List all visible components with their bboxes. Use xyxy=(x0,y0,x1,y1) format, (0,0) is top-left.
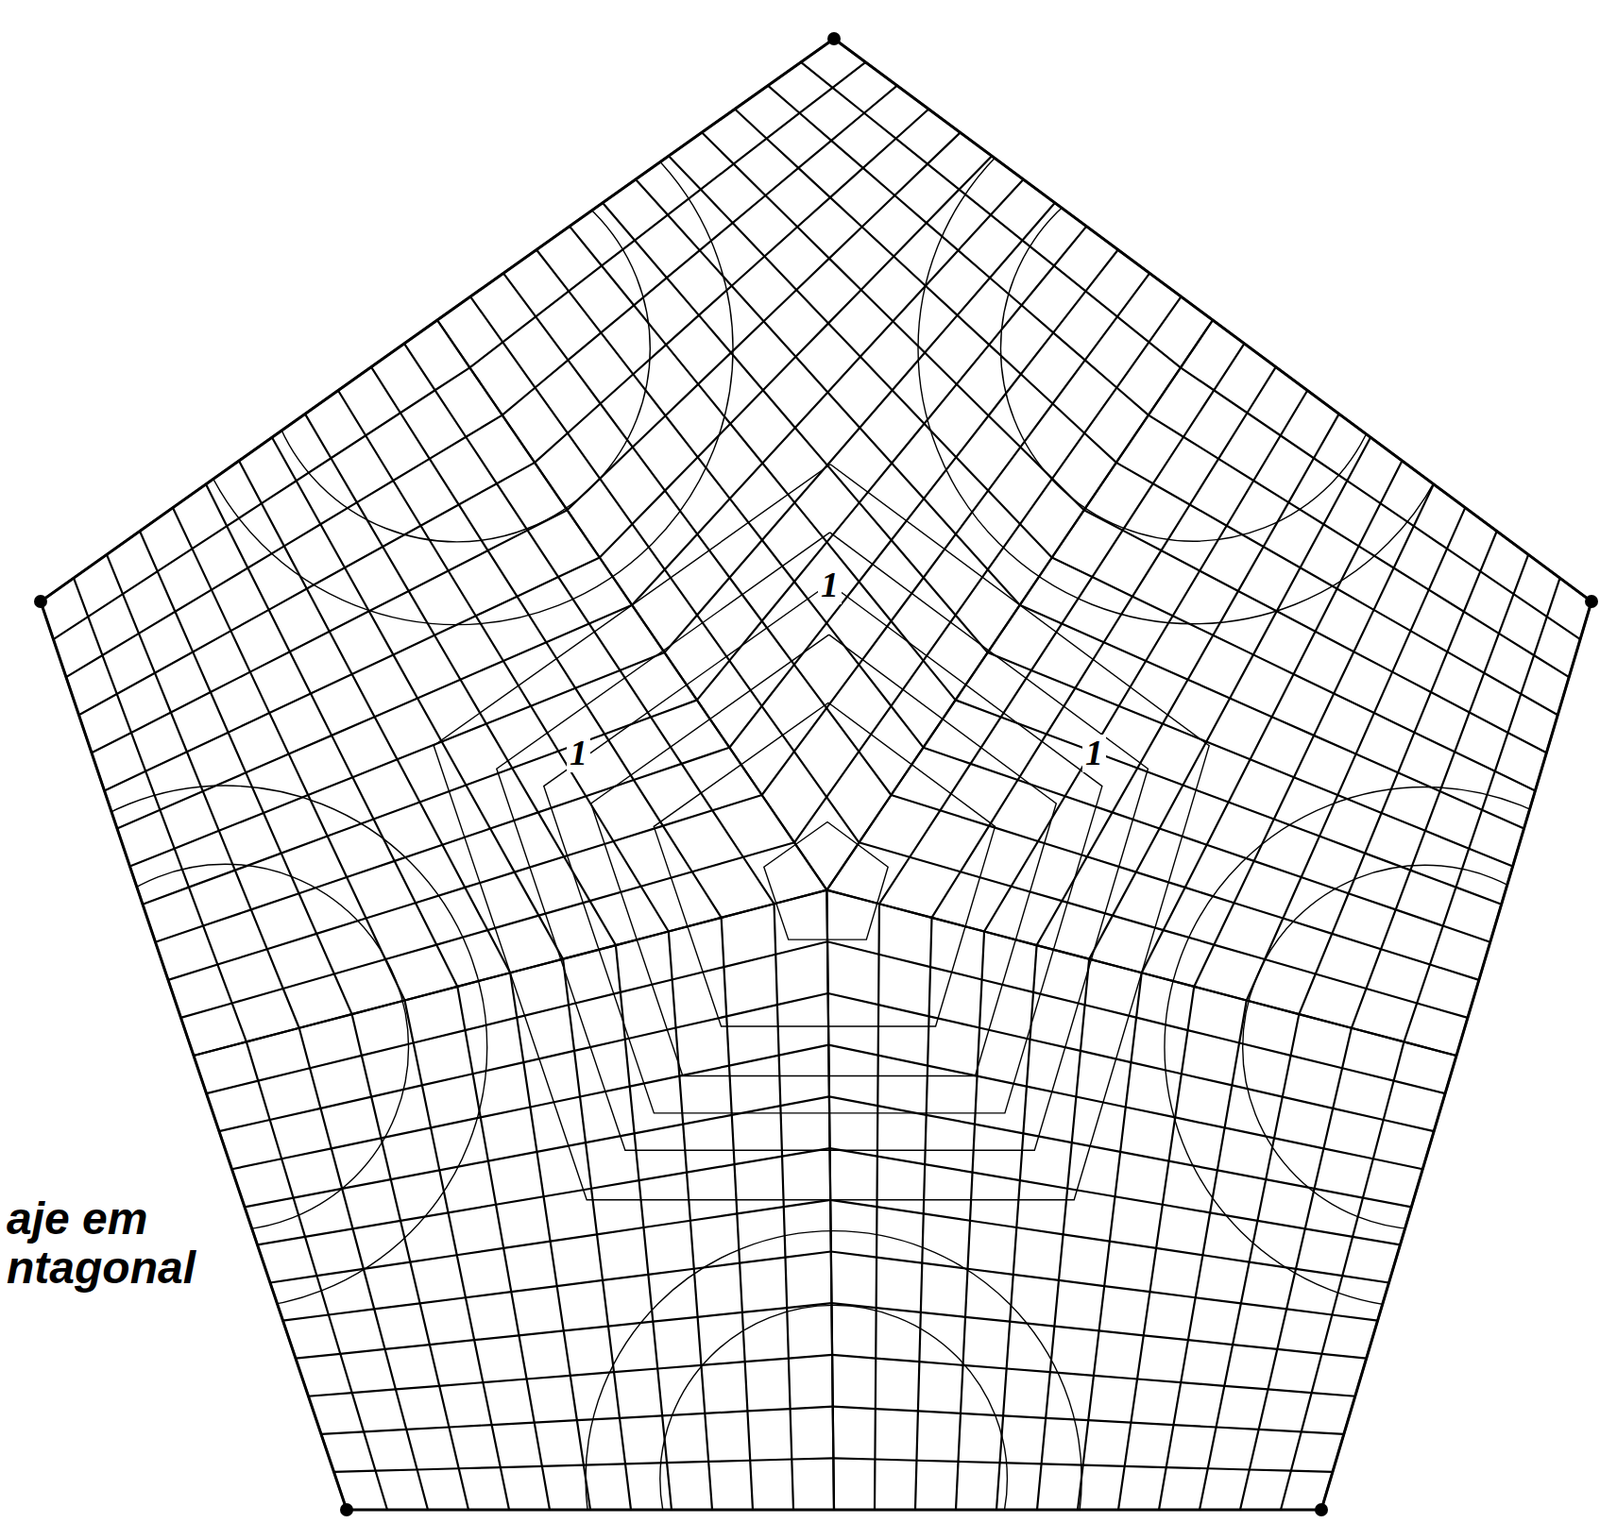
mesh-line xyxy=(569,226,956,701)
mesh-line xyxy=(142,699,698,904)
mesh-line xyxy=(955,931,985,1511)
contour-arc xyxy=(1000,155,1386,542)
support-point xyxy=(827,32,841,46)
contour-line xyxy=(433,464,1209,1201)
caption-text: aje em xyxy=(3,1195,151,1243)
contour-number: 1 xyxy=(1082,734,1107,773)
support-point xyxy=(1314,1503,1328,1517)
mesh-line xyxy=(510,972,591,1511)
mesh-line xyxy=(996,945,1038,1511)
contour-arc xyxy=(0,785,488,1310)
mesh-line xyxy=(130,652,665,867)
mesh-line xyxy=(984,391,1308,933)
contour-arc xyxy=(1164,787,1600,1309)
support-point xyxy=(34,595,48,609)
mesh-line xyxy=(774,903,794,1511)
mesh-line xyxy=(562,959,631,1511)
mesh-line xyxy=(891,795,1480,981)
contour-line xyxy=(653,702,995,1027)
mesh-line xyxy=(536,250,924,749)
mesh-line xyxy=(915,918,933,1511)
mesh-line xyxy=(762,272,1151,796)
contour-line xyxy=(544,583,1103,1114)
mesh-line xyxy=(1037,959,1090,1511)
mesh-line xyxy=(664,203,1056,653)
mesh-line xyxy=(932,367,1277,919)
contour-number: 1 xyxy=(817,566,842,605)
contour-number: 1 xyxy=(566,734,591,773)
support-point xyxy=(340,1503,354,1517)
mesh-line xyxy=(858,842,1467,1019)
contour-arc xyxy=(918,73,1469,625)
caption-text: ntagonal xyxy=(3,1244,199,1293)
mesh-line xyxy=(794,296,1182,843)
mesh-line xyxy=(729,250,1118,749)
mesh-line xyxy=(830,1200,1389,1284)
mesh-line xyxy=(181,842,796,1019)
contour-line xyxy=(764,821,888,940)
mesh-line xyxy=(697,226,1087,701)
mesh-line xyxy=(404,343,775,904)
mesh-line xyxy=(168,795,763,981)
contour-arcs xyxy=(0,72,1600,1523)
contour-arc xyxy=(180,72,733,626)
mesh-line xyxy=(923,748,1491,943)
mesh-line xyxy=(470,296,859,843)
contour-arc xyxy=(585,1231,1082,1523)
mesh-grid xyxy=(40,38,1592,1511)
mesh-line xyxy=(827,941,1446,1094)
contour-arc xyxy=(263,154,650,542)
contour-arc xyxy=(41,864,409,1231)
mesh-line xyxy=(1141,460,1403,973)
mesh-line xyxy=(955,699,1502,904)
slab-outline xyxy=(40,38,1592,1511)
mesh-line xyxy=(874,903,880,1511)
support-point xyxy=(1584,595,1599,609)
contour-arc xyxy=(660,1305,1008,1523)
mesh-line xyxy=(155,748,731,943)
mesh-line xyxy=(257,1148,831,1245)
mesh-line xyxy=(830,1148,1401,1245)
mesh-line xyxy=(721,918,753,1511)
mesh-line xyxy=(828,993,1435,1132)
mesh-line xyxy=(117,605,632,830)
contour-line xyxy=(496,532,1149,1151)
contour-lines xyxy=(433,464,1209,1201)
mesh-line xyxy=(668,931,713,1511)
mesh-line xyxy=(338,391,669,933)
mesh-line xyxy=(1037,413,1340,946)
mesh-line xyxy=(272,437,563,960)
mesh-line xyxy=(206,941,829,1094)
mesh-line xyxy=(371,367,722,919)
